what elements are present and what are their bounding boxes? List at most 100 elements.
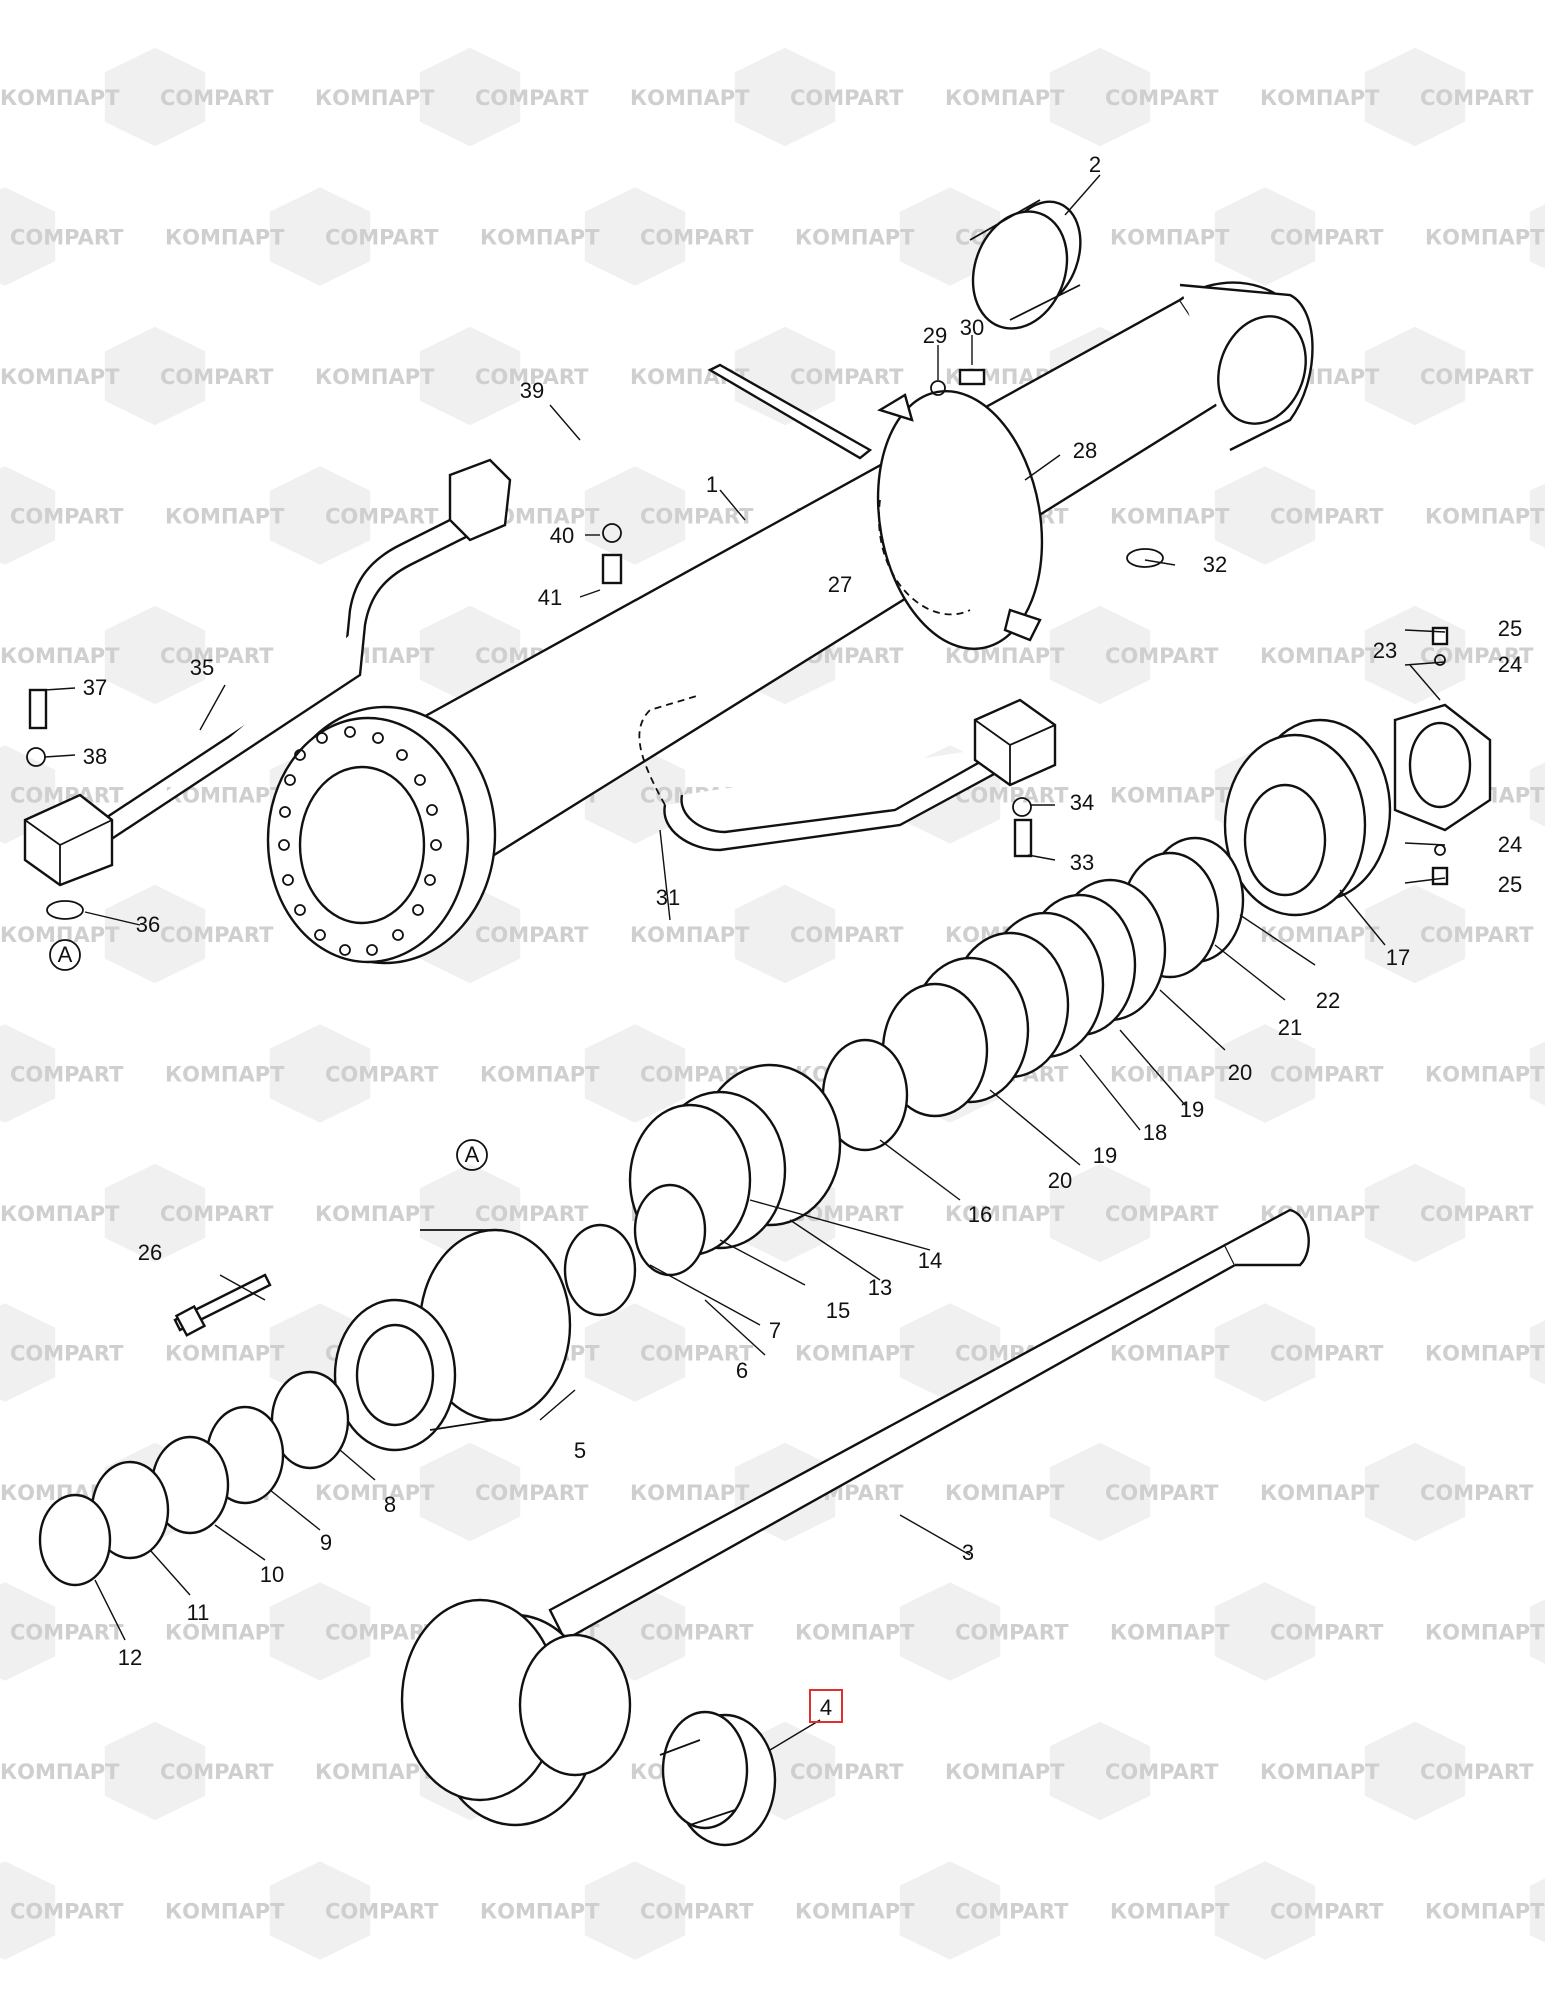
piston-nut-part-23 — [1393, 703, 1492, 832]
watermark-logo-icon — [1214, 1024, 1316, 1123]
watermark-text-cyrillic: КОМПАРТ — [1425, 505, 1545, 529]
pipe-clamp-part-28 — [876, 390, 1044, 650]
watermark-text-cyrillic: КОМПАРТ — [315, 1760, 435, 1784]
part-labels: 1 2 3 4 5 6 7 8 9 10 11 12 13 14 15 16 1… — [83, 152, 1522, 1723]
seal-rings — [38, 836, 1245, 1587]
reference-marker-a-lower: A — [49, 939, 81, 971]
watermark-text-cyrillic: КОМПАРТ — [1110, 1342, 1230, 1366]
watermark-text-cyrillic: КОМПАРТ — [480, 1063, 600, 1087]
watermark-logo-icon — [104, 884, 206, 984]
watermark-logo-icon — [104, 1163, 206, 1263]
watermark-text-cyrillic: КОМПАРТ — [315, 1481, 435, 1505]
watermark-text-cyrillic: КОМПАРТ — [1425, 1621, 1545, 1645]
watermark-text-cyrillic: КОМПАРТ — [1260, 644, 1380, 668]
watermark-logo-icon — [0, 1024, 56, 1123]
piston-rod-part-3 — [400, 1208, 1310, 1827]
label-part-20a: 20 — [1228, 1060, 1252, 1085]
watermark-text-latin: COMPART — [10, 1621, 124, 1645]
watermark-text-latin: COMPART — [475, 365, 589, 389]
reference-marker-a-upper: A — [456, 1139, 488, 1171]
label-part-31: 31 — [656, 885, 680, 910]
watermark-text-latin: COMPART — [10, 1900, 124, 1924]
watermark-text-cyrillic: КОМПАРТ — [795, 1900, 915, 1924]
watermark-text-latin: COMPART — [10, 1063, 124, 1087]
flange-block-part-36 — [23, 793, 114, 887]
watermark-logo-icon — [1049, 1442, 1151, 1542]
watermark-text-latin: COMPART — [1270, 1900, 1384, 1924]
watermark-text-latin: COMPART — [475, 86, 589, 110]
watermark-text-latin: COMPART — [1420, 86, 1534, 110]
label-part-17: 17 — [1386, 945, 1410, 970]
watermark-text-latin: COMPART — [475, 923, 589, 947]
label-part-10: 10 — [260, 1562, 284, 1587]
watermark-text-cyrillic: КОМПАРТ — [795, 1342, 915, 1366]
watermark-logo-icon — [1364, 326, 1466, 426]
bushing-part-2 — [969, 199, 1082, 330]
watermark-logo-icon — [584, 187, 686, 286]
watermark-logo-icon — [269, 466, 371, 565]
watermark-logo-icon — [734, 884, 836, 984]
label-part-32: 32 — [1203, 552, 1227, 577]
label-part-13: 13 — [868, 1275, 892, 1300]
watermark-text-cyrillic: КОМПАРТ — [1110, 1063, 1230, 1087]
watermark-logo-icon — [899, 1582, 1001, 1681]
watermark-text-latin: COMPART — [1270, 505, 1384, 529]
watermark-text-cyrillic: КОМПАРТ — [1110, 505, 1230, 529]
watermark-text-latin: COMPART — [10, 1342, 124, 1366]
watermark-text-cyrillic: КОМПАРТ — [945, 86, 1065, 110]
label-part-18: 18 — [1143, 1120, 1167, 1145]
watermark-logo-icon — [419, 326, 521, 426]
watermark-logo-icon — [1529, 1320, 1545, 1385]
watermark-text-cyrillic: КОМПАРТ — [1110, 1621, 1230, 1645]
watermark-logo-icon — [1049, 1163, 1151, 1263]
piston-part-17 — [1223, 718, 1392, 917]
watermark-text-latin: COMPART — [955, 784, 1069, 808]
pipe-part-31 — [638, 694, 1021, 852]
watermark-text-latin: COMPART — [325, 505, 439, 529]
label-part-25a: 25 — [1498, 616, 1522, 641]
watermark-text-latin: COMPART — [160, 1202, 274, 1226]
watermark-logo-icon — [1049, 605, 1151, 705]
watermark-text-cyrillic: КОМПАРТ — [795, 226, 915, 250]
watermark-text-cyrillic: КОМПАРТ — [165, 226, 285, 250]
watermark-text-latin: COMPART — [1105, 86, 1219, 110]
watermark-logo-icon — [1364, 1163, 1466, 1263]
bushing-part-4 — [659, 1710, 777, 1847]
watermark-logo-icon — [1214, 187, 1316, 286]
watermark-logo-icon — [1214, 1582, 1316, 1681]
label-part-39: 39 — [520, 378, 544, 403]
watermark-logo-icon — [104, 326, 206, 426]
watermark-text-latin: COMPART — [1270, 1063, 1384, 1087]
watermark-text-cyrillic: КОМПАРТ — [0, 1202, 120, 1226]
watermark-text-latin: COMPART — [640, 505, 754, 529]
watermark-logo-icon — [584, 1303, 686, 1402]
watermark-logo-icon — [419, 1442, 521, 1542]
watermark-text-latin: COMPART — [160, 365, 274, 389]
watermark-text-cyrillic: КОМПАРТ — [165, 1342, 285, 1366]
watermark-logo-icon — [269, 1861, 371, 1960]
watermark-logo-icon — [899, 1303, 1001, 1402]
watermark-text-latin: COMPART — [1270, 1621, 1384, 1645]
watermark-logo-icon — [104, 47, 206, 147]
watermark-text-latin: COMPART — [160, 923, 274, 947]
flange-bolt-holes — [278, 726, 442, 956]
svg-text:A: A — [58, 942, 73, 967]
label-part-23: 23 — [1373, 638, 1397, 663]
cylinder-barrel — [266, 281, 1314, 965]
watermark-logo-icon — [1049, 47, 1151, 147]
watermark-logo-icon — [104, 1721, 206, 1821]
label-part-14: 14 — [918, 1248, 942, 1273]
watermark-logo-icon — [0, 1303, 56, 1402]
watermark-text-cyrillic: КОМПАРТ — [630, 923, 750, 947]
label-part-37: 37 — [83, 675, 107, 700]
watermark-logo-icon — [1529, 762, 1545, 827]
watermark-text-cyrillic: КОМПАРТ — [480, 226, 600, 250]
watermark-text-latin: COMPART — [640, 1900, 754, 1924]
watermark-logo-icon — [104, 605, 206, 705]
label-part-24b: 24 — [1498, 832, 1522, 857]
watermark-text-cyrillic: КОМПАРТ — [0, 644, 120, 668]
watermark-text-latin: COMPART — [325, 1900, 439, 1924]
watermark-text-latin: COMPART — [790, 365, 904, 389]
watermark-text-latin: COMPART — [790, 1760, 904, 1784]
